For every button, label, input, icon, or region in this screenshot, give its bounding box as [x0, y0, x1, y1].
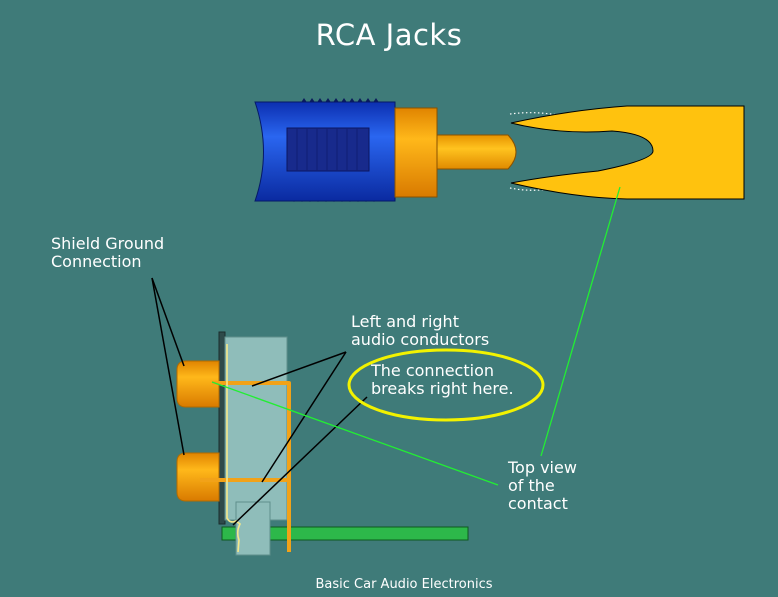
connection-breaks-label: The connection breaks right here. — [371, 361, 514, 398]
shield-wire — [226, 344, 242, 553]
plug-center-pin — [436, 134, 517, 170]
shield-ground-pointers — [151, 277, 185, 456]
contact-fork-top-view — [509, 105, 745, 200]
jack-panel-plate — [218, 331, 226, 525]
shield-ground-label: Shield Ground Connection — [51, 234, 165, 271]
slide-footer: Basic Car Audio Electronics — [315, 577, 493, 592]
pcb-board — [221, 526, 469, 541]
rca-socket-bottom — [176, 452, 220, 502]
top-view-pointers — [211, 186, 621, 486]
jack-body — [224, 336, 288, 521]
connection-break-highlight — [347, 348, 545, 422]
plug-grip-pad — [286, 127, 370, 172]
slide-title: RCA Jacks — [315, 18, 463, 52]
audio-conductor-pointers — [232, 351, 368, 526]
jack-lower-tab — [235, 501, 271, 556]
top-view-label: Top view of the contact — [508, 458, 577, 513]
contact-fork — [510, 105, 745, 200]
plug-collar — [394, 107, 438, 198]
rca-plug — [254, 98, 517, 202]
audio-conductors — [200, 381, 291, 552]
audio-conductors-label: Left and right audio conductors — [351, 312, 490, 349]
